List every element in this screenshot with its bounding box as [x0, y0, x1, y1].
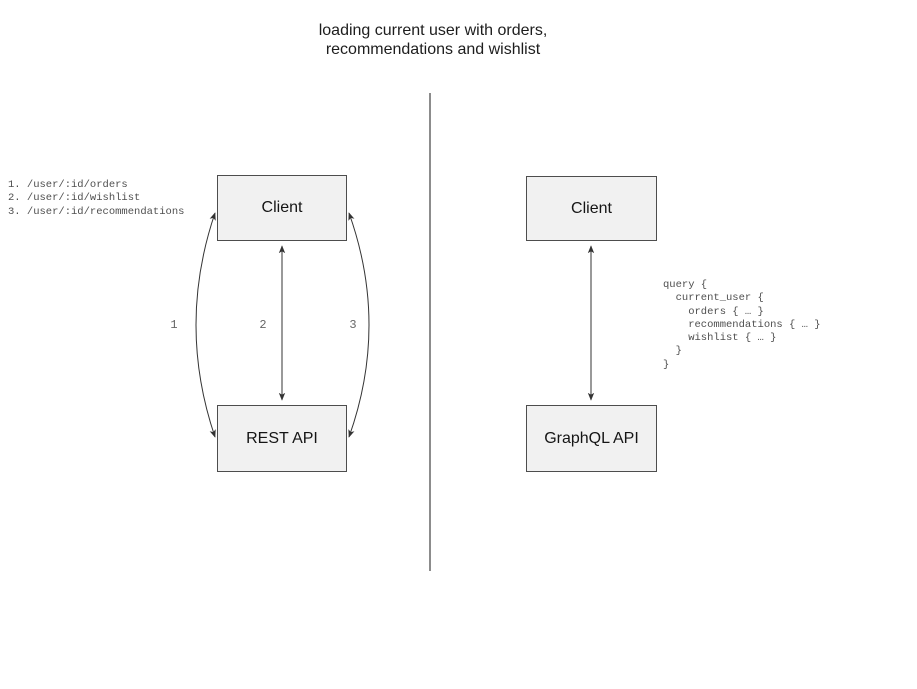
diagram-title: loading current user with orders, recomm…	[318, 22, 548, 58]
rest-api-label: REST API	[246, 429, 318, 447]
graphql-api-label: GraphQL API	[544, 429, 639, 447]
rest-endpoints-list: 1. /user/:id/orders 2. /user/:id/wishlis…	[8, 179, 185, 218]
graphql-api-box: GraphQL API	[526, 405, 657, 472]
arrow-label-1: 1	[170, 318, 178, 332]
rest-arrow-3-curve	[348, 212, 370, 438]
graphql-client-box: Client	[526, 176, 657, 241]
rest-client-box: Client	[217, 175, 347, 241]
graphql-query-snippet: query { current_user { orders { … } reco…	[663, 279, 821, 371]
rest-api-box: REST API	[217, 405, 347, 472]
arrow-label-2: 2	[259, 318, 267, 332]
arrow-label-3: 3	[349, 318, 357, 332]
rest-arrow-1-curve	[195, 212, 216, 438]
rest-client-label: Client	[261, 199, 303, 216]
graphql-client-label: Client	[571, 199, 612, 217]
